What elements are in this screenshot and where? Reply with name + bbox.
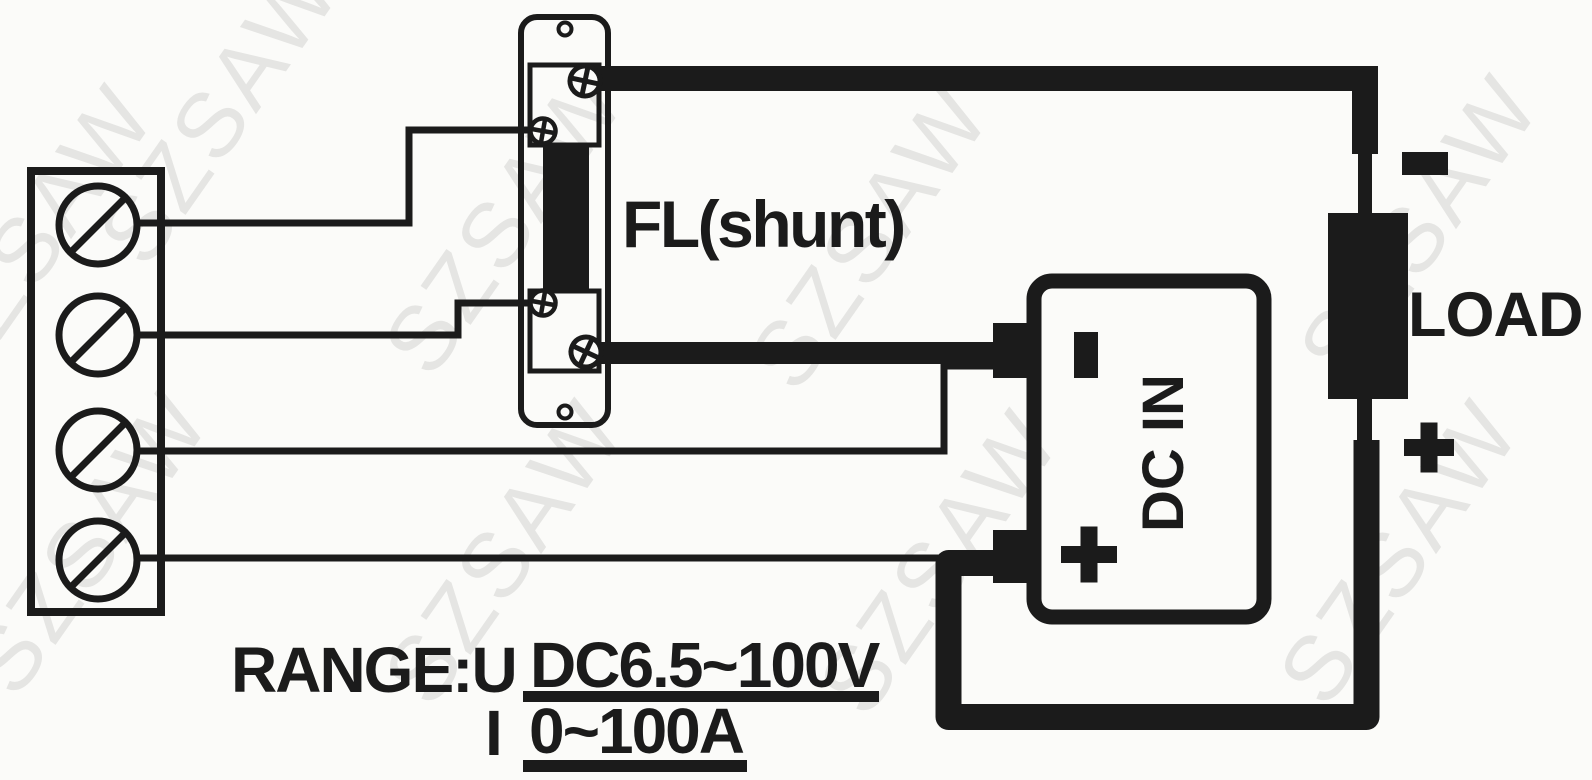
- load-plus-symbol: [1404, 422, 1454, 473]
- shunt-screw-current-top: [567, 63, 603, 99]
- wire-shunt-to-load-top: [592, 66, 1378, 91]
- plus-v-bar: [1420, 422, 1438, 473]
- screw-cross-icon: [577, 338, 595, 366]
- range-voltage-value: DC6.5~100V: [530, 629, 881, 701]
- current-underline: [523, 760, 747, 772]
- shunt: [518, 14, 611, 428]
- load-bottom-pin: [1357, 397, 1372, 442]
- wire-shunt-to-dcin-minus: [594, 342, 1034, 364]
- thin-wires: [137, 126, 996, 562]
- dcin-plus-symbol: [1061, 526, 1117, 583]
- load-minus-symbol: [1402, 152, 1448, 175]
- wire-terminal3-to-dcin-minus: [137, 362, 996, 455]
- screw-cross-icon: [538, 119, 548, 143]
- voltage-underline: [523, 691, 879, 702]
- dc-in-label: DC IN: [1131, 374, 1196, 532]
- screw-slot-icon: [67, 419, 129, 481]
- shunt-label: FL(shunt): [622, 187, 904, 261]
- shunt-body: [518, 14, 611, 428]
- shunt-screw-current-bottom: [568, 334, 604, 370]
- range-annotation: RANGE:U DC6.5~100V I 0~100A: [231, 629, 883, 772]
- shunt-mount-hole-bottom: [556, 403, 574, 421]
- screw-cross-icon: [579, 66, 591, 96]
- load-body: [1328, 213, 1408, 399]
- load-top-pin: [1358, 150, 1372, 216]
- dc-in-body: [1026, 273, 1272, 625]
- thick-wires: [592, 66, 1380, 730]
- wire-terminal2-to-shunt-bottom: [137, 299, 532, 339]
- terminal-block-body: [27, 167, 165, 616]
- screw-slot-icon: [67, 194, 129, 256]
- screw-cross-icon: [538, 291, 548, 315]
- shunt-screws: [528, 63, 604, 370]
- range-current-value: 0~100A: [529, 695, 744, 767]
- dc-in-module: DC IN: [1026, 273, 1272, 625]
- screw-slot-icon: [67, 304, 129, 366]
- dcin-minus-symbol: [1074, 332, 1098, 378]
- wire-load-top-drop: [1352, 66, 1378, 154]
- shunt-screw-sense-bottom: [528, 288, 558, 318]
- shunt-mount-hole-top: [556, 20, 574, 38]
- load: LOAD: [1328, 152, 1583, 473]
- screw-slot-icon: [67, 529, 129, 591]
- shunt-resistive-element: [543, 145, 589, 291]
- dcin-minus-tab: [993, 323, 1033, 378]
- load-label: LOAD: [1408, 280, 1582, 350]
- wire-dcin-plus-to-load-bottom: [935, 440, 1380, 730]
- range-current-prefix: I: [485, 697, 503, 769]
- range-prefix: RANGE:U: [231, 634, 516, 706]
- shunt-screw-sense-top: [528, 116, 558, 146]
- plus-v-bar: [1080, 526, 1098, 583]
- wire-terminal1-to-shunt-top: [137, 126, 532, 227]
